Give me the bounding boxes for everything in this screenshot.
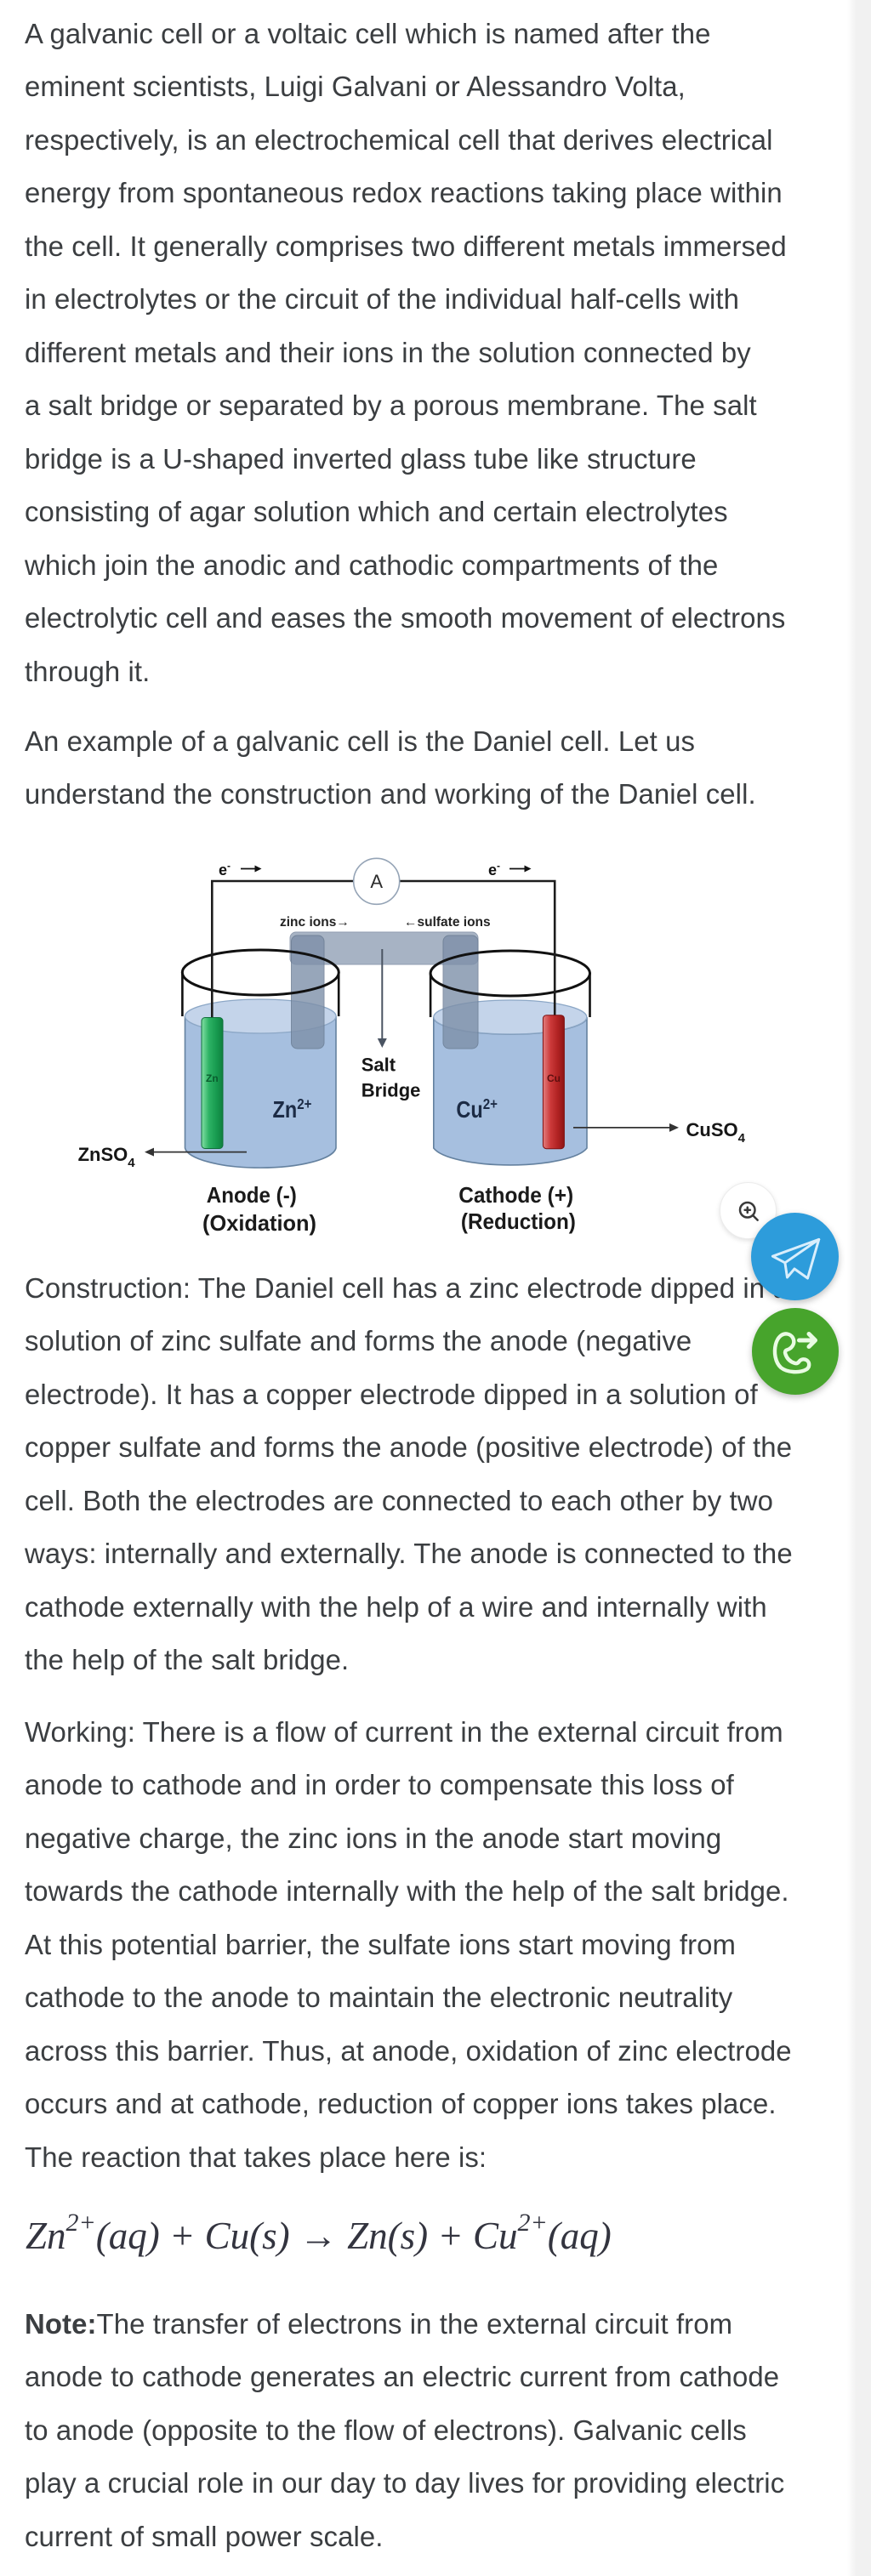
svg-text:A: A: [370, 871, 383, 892]
svg-text:Anode (-): Anode (-): [207, 1182, 297, 1208]
svg-text:←sulfate ions: ←sulfate ions: [404, 915, 491, 930]
svg-text:(Reduction): (Reduction): [461, 1208, 576, 1234]
svg-text:CuSO4: CuSO4: [686, 1119, 746, 1146]
svg-text:ZnSO4: ZnSO4: [78, 1144, 136, 1170]
svg-text:Zn: Zn: [206, 1072, 219, 1084]
svg-text:Salt: Salt: [361, 1055, 396, 1076]
svg-text:Cathode (+): Cathode (+): [458, 1182, 573, 1208]
svg-text:Cu: Cu: [547, 1072, 561, 1084]
svg-text:zinc ions→: zinc ions→: [280, 915, 350, 930]
svg-text:e-: e-: [488, 860, 500, 879]
svg-text:(Oxidation): (Oxidation): [202, 1210, 316, 1236]
svg-text:Bridge: Bridge: [361, 1080, 421, 1101]
svg-text:e-: e-: [219, 860, 231, 879]
